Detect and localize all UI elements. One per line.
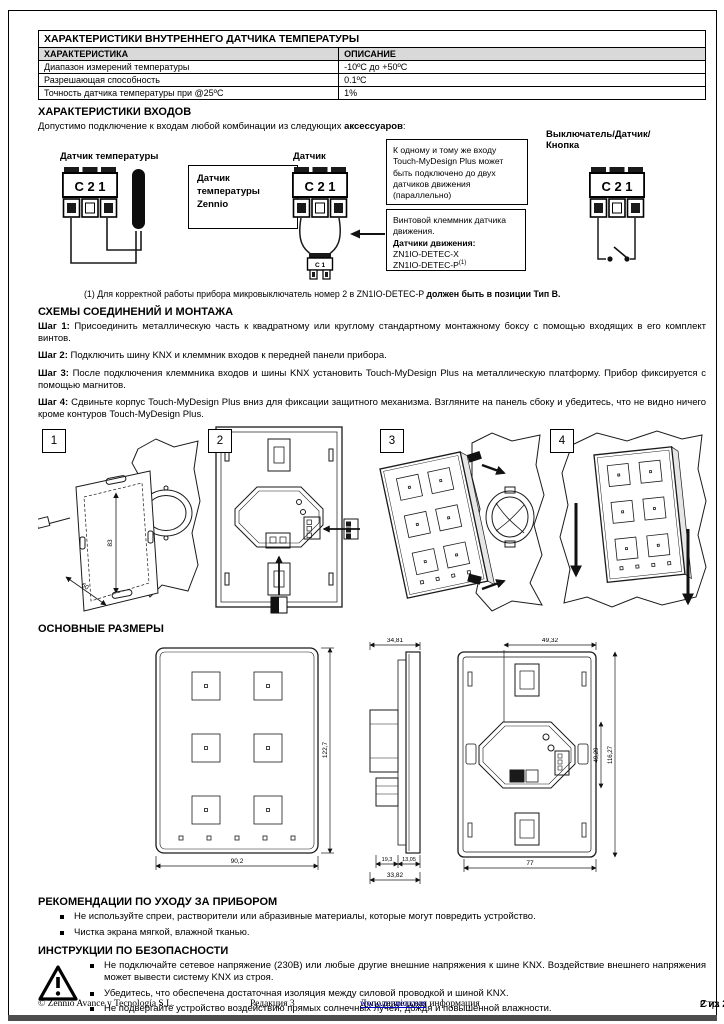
step-1: Шаг 1: Присоединить металлическую часть … [38,321,706,345]
dimensions-figure: 90,2 122,7 [38,638,706,890]
col-header-description: ОПИСАНИЕ [338,47,706,61]
fig1-width-dim: 60 [80,582,90,592]
care-bullet: Чистка экрана мягкой, влажной тканью. [38,927,706,939]
step-2: Шаг 2: Подключить шину KNX и клеммник вх… [38,350,387,362]
motion-sensor-figure: C 1 [292,167,348,280]
table-row: Точность датчика температуры при @25ºC 1… [37,86,706,100]
mounting-heading: СХЕМЫ СОЕДИНЕНИЙ И МОНТАЖА [38,306,234,319]
switch-figure [589,167,645,262]
side-total-depth-dim: 34,81 [387,638,404,644]
terminal-block-icon [62,167,118,219]
side-overall-dim: 33,82 [387,872,404,879]
mounting-step-4-figure [559,430,707,608]
zennio-link[interactable]: www.zennio.com [360,999,427,1009]
step-4: Шаг 4: Сдвиньте корпус Touch-MyDesign Pl… [38,396,707,421]
parallel-note-box: К одному и тому же входу Touch-MyDesign … [386,139,528,206]
rear-top-width-dim: 49,32 [542,638,559,644]
care-bullet: Не используйте спреи, растворители или а… [38,911,706,923]
footer-copyright: © Zennio Avance y Tecnología S.L. [38,999,175,1009]
footer-revision: Редакция 3 [250,999,295,1009]
row-value: 0.1ºC [338,73,706,87]
row-value: 1% [338,86,706,100]
safety-heading: ИНСТРУКЦИИ ПО БЕЗОПАСНОСТИ [38,944,229,957]
col-header-characteristic: ХАРАКТЕРИСТИКА [37,47,340,61]
page-footer: © Zennio Avance y Tecnología S.L. Редакц… [38,999,724,1010]
rear-outer-height-dim: 116,27 [608,746,614,765]
fig1-height-dim: 83 [107,539,114,547]
footnote: (1) Для корректной работы прибора микров… [84,289,561,300]
dimensions-heading: ОСНОВНЫЕ РАЗМЕРЫ [38,623,164,636]
switch-label: Выключатель/Датчик/ Кнопка [546,129,651,152]
front-width-dim: 90,2 [231,858,244,865]
front-height-dim: 122,7 [322,742,329,759]
accessories-diagram: Датчик температуры Датчик температуры Ze… [38,129,706,287]
mounting-step-1-figure: 83 60 [38,438,201,612]
bullet-icon [90,963,94,968]
safety-bullet: Убедитесь, что обеспечена достаточная из… [82,988,706,1000]
mounting-step-3-figure [379,432,545,612]
row-value: -10ºC до +50ºC [338,60,706,74]
bullet-icon [60,930,64,935]
temp-sensor-figure [62,167,145,264]
figure-number-1: 1 [42,429,66,454]
zennio-sensor-box: Датчик температуры Zennio [188,165,298,230]
table-row: Разрешающая способность 0.1ºC [37,73,706,87]
rear-bottom-width-dim: 77 [526,860,534,867]
row-name: Точность датчика температуры при @25ºC [37,86,340,100]
temp-sensor-table: ХАРАКТЕРИСТИКИ ВНУТРЕННЕГО ДАТЧИКА ТЕМПЕ… [37,30,706,100]
bullet-icon [60,915,64,920]
side-base-depth-dim: 19,3 [382,857,393,863]
rear-inner-height-dim: 49,29 [594,747,600,763]
side-panel-depth-dim: 13,05 [402,857,416,863]
inputs-heading: ХАРАКТЕРИСТИКИ ВХОДОВ [38,106,192,118]
figure-number-2: 2 [208,429,232,454]
care-heading: РЕКОМЕНДАЦИИ ПО УХОДУ ЗА ПРИБОРОМ [38,896,278,909]
safety-bullet: Не подвергайте устройство воздействию пр… [82,1003,706,1015]
motion-detector-box: Винтовой клеммник датчика движения. Датч… [386,209,526,272]
safety-section: Не подключайте сетевое напряжение (230В)… [38,960,706,1018]
bullet-icon [90,1006,94,1011]
page-bottom-edge [8,1015,717,1021]
table-row: Диапазон измерений температуры -10ºC до … [37,60,706,74]
mounting-step-2-figure [215,426,360,614]
inputs-intro: Допустимо подключение к входам любой ком… [38,121,406,132]
terminal-block-icon [292,167,348,219]
sensor-label: Датчик [293,151,326,163]
step-3: Шаг 3: После подключения клеммника входо… [38,367,706,391]
warning-triangle-icon [38,965,78,1001]
safety-bullet: Не подключайте сетевое напряжение (230В)… [82,960,706,985]
temperature-probe-icon [132,169,145,230]
detector-arrow-icon [350,229,385,239]
bullet-icon [90,991,94,996]
figure-number-3: 3 [380,429,404,454]
mounting-figures: 1 2 3 4 [38,423,707,619]
figure-number-4: 4 [550,429,574,454]
table-title: ХАРАКТЕРИСТИКИ ВНУТРЕННЕГО ДАТЧИКА ТЕМПЕ… [38,30,706,48]
mini-terminal-label: C 1 [315,262,326,269]
dimensions-drawing: 90,2 122,7 [155,638,618,885]
temp-sensor-label: Датчик температуры [60,151,159,163]
terminal-block-icon [589,167,645,219]
row-name: Диапазон измерений температуры [37,60,340,74]
row-name: Разрешающая способность [37,73,340,87]
footer-info: Дополнительная информация www.zennio.com [360,999,480,1009]
